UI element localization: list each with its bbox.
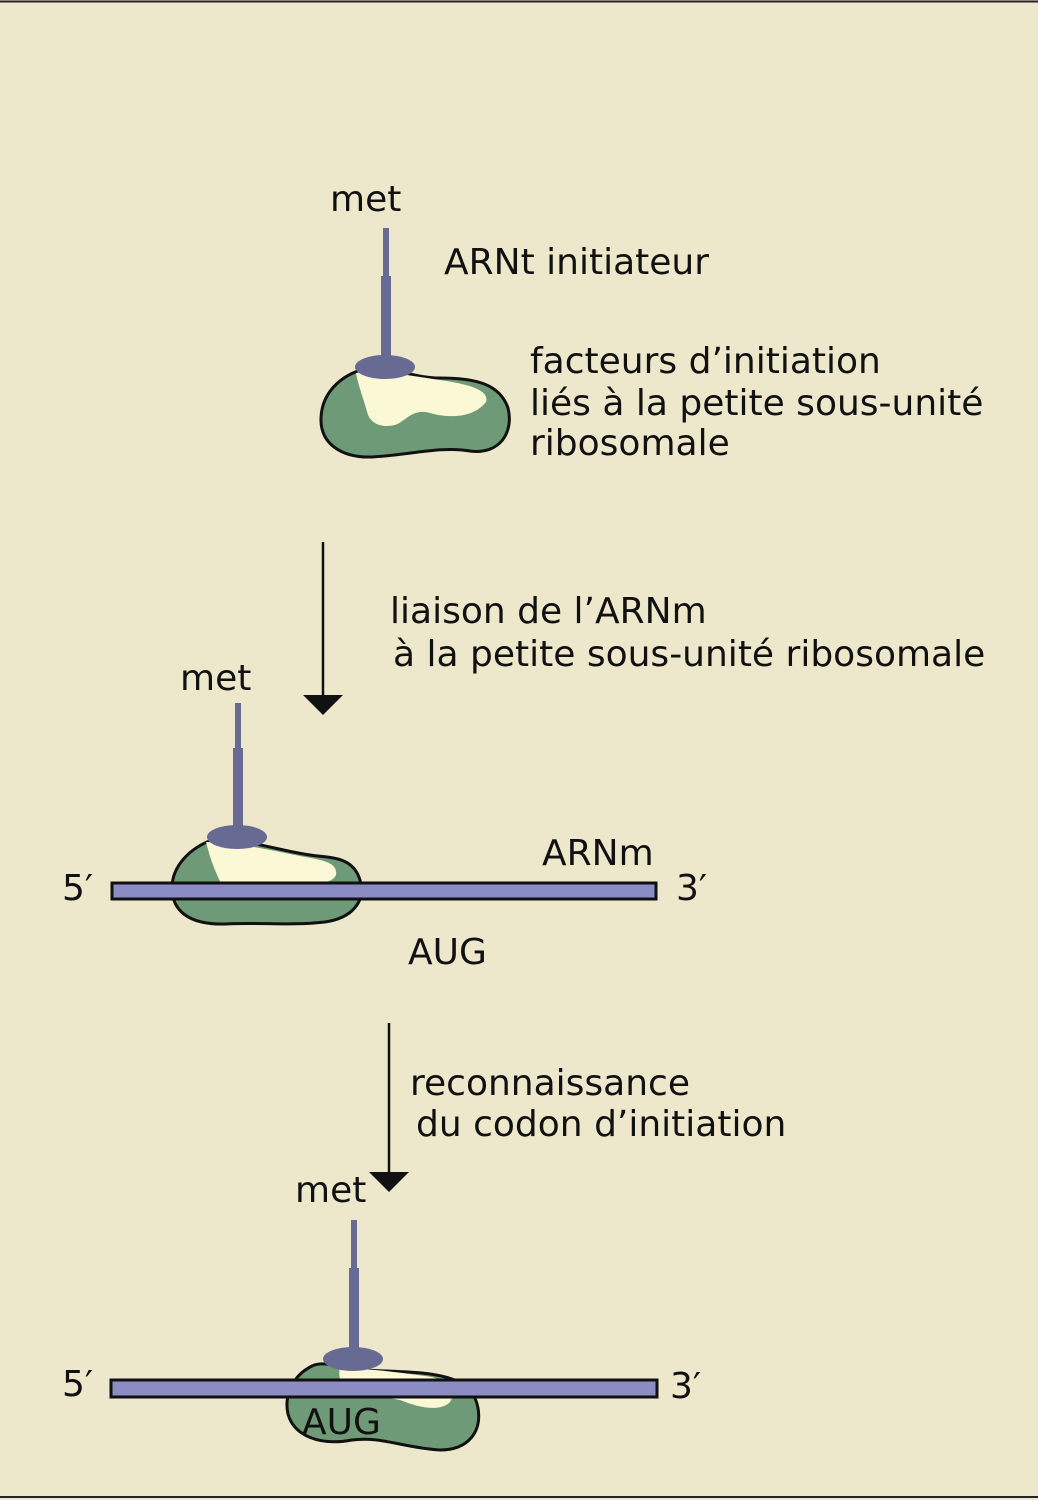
step2-aug-label: AUG — [408, 932, 487, 973]
step3-five-prime-label: 5′ — [62, 1364, 93, 1405]
initiation-factors — [356, 372, 487, 426]
initiator-trna — [323, 1220, 383, 1371]
step2-three-prime-label: 3′ — [676, 868, 707, 909]
mrna-strand — [109, 1378, 659, 1399]
arrow2 — [369, 1023, 409, 1192]
initiator-trna — [207, 703, 267, 849]
factors-label-line1: facteurs d’initiation — [530, 341, 881, 382]
step3-three-prime-label: 3′ — [670, 1366, 701, 1407]
mrna-strand — [110, 881, 658, 901]
step3-aug-label: AUG — [302, 1402, 381, 1443]
step2-five-prime-label: 5′ — [62, 868, 93, 909]
mrna-label: ARNm — [542, 833, 654, 874]
trna-label: ARNt initiateur — [444, 242, 709, 283]
step1-complex — [319, 228, 511, 459]
initiator-trna — [355, 228, 415, 379]
step2-complex — [110, 703, 658, 926]
step1-met-label: met — [330, 179, 401, 220]
step3-met-label: met — [295, 1170, 366, 1211]
arrow1 — [303, 542, 343, 715]
step2-met-label: met — [180, 658, 251, 699]
arrow1-label-line2: à la petite sous-unité ribosomale — [393, 634, 985, 675]
arrow2-label-line2: du codon d’initiation — [416, 1104, 786, 1145]
factors-label-line2: liés à la petite sous-unité — [530, 383, 983, 424]
initiation-factors — [206, 842, 337, 885]
arrow1-label-line1: liaison de l’ARNm — [390, 591, 707, 632]
factors-label-line3: ribosomale — [530, 423, 730, 464]
small-ribosomal-subunit — [319, 366, 511, 459]
arrow2-label-line1: reconnaissance — [410, 1063, 690, 1104]
step3-complex — [109, 1220, 659, 1452]
